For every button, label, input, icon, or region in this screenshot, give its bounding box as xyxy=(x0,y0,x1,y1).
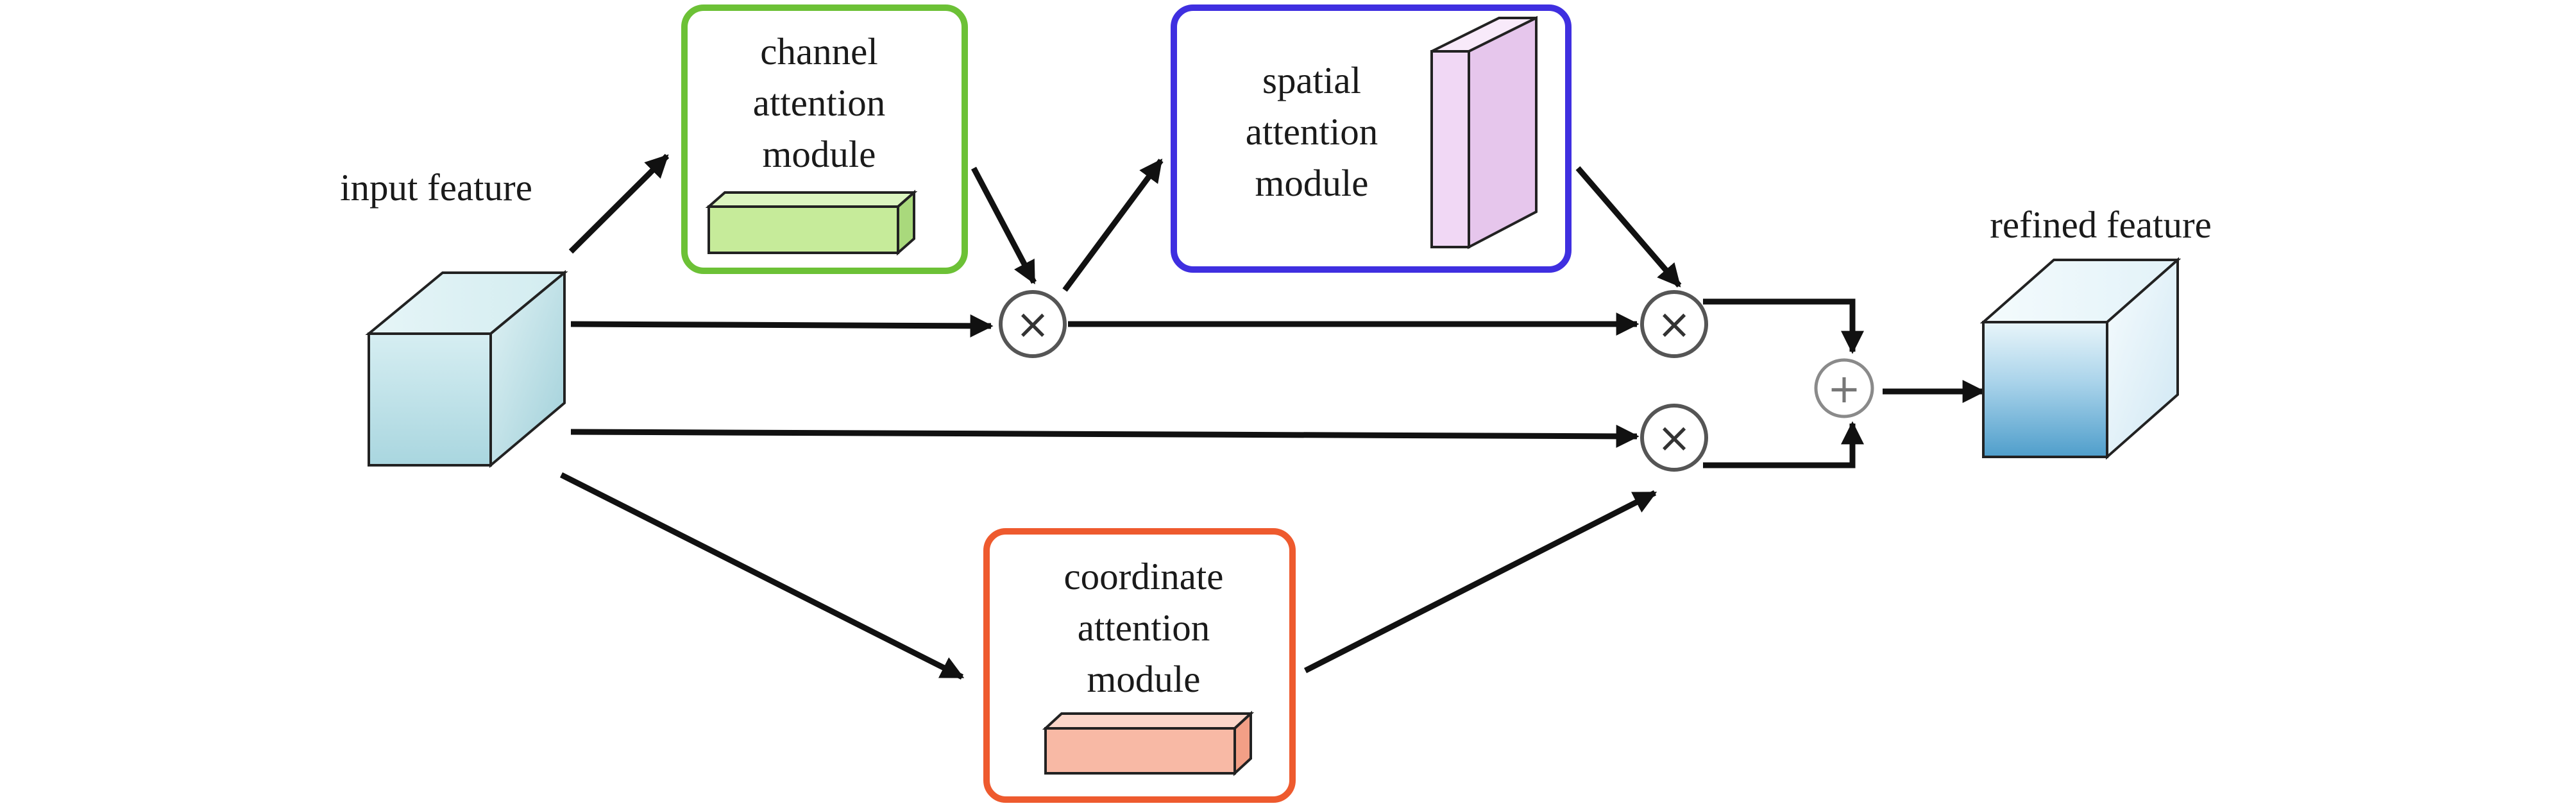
arrow-input-to-multiply1 xyxy=(570,314,994,338)
multiply-symbol-3: × xyxy=(1657,415,1691,462)
spatial-label-line3: module xyxy=(1255,162,1369,204)
spatial-label-line1: spatial xyxy=(1262,59,1361,101)
refined-feature-cube xyxy=(1979,257,2182,460)
arrow-multiply2-to-add xyxy=(1703,298,1864,354)
arrow-multiply3-to-add xyxy=(1703,421,1864,468)
multiply-symbol-2: × xyxy=(1657,301,1691,348)
spatial-label-line2: attention xyxy=(1246,110,1378,153)
input-feature-cube xyxy=(365,270,568,468)
coordinate-label-line2: attention xyxy=(1078,606,1210,649)
arrow-input-to-multiply3 xyxy=(570,424,1640,448)
channel-attention-block xyxy=(705,189,918,256)
multiply-operator-3: × xyxy=(1640,404,1708,472)
input-feature-label: input feature xyxy=(340,166,532,209)
arrow-coordinate-to-multiply3 xyxy=(1303,490,1657,674)
multiply-symbol-1: × xyxy=(1015,301,1050,348)
refined-feature-label: refined feature xyxy=(1990,203,2212,246)
coordinate-label-line3: module xyxy=(1087,658,1201,700)
channel-attention-box xyxy=(681,4,968,274)
channel-label-line2: attention xyxy=(753,81,885,124)
coordinate-attention-box xyxy=(983,528,1296,803)
arrow-spatial-to-multiply2 xyxy=(1575,166,1682,287)
multiply-operator-1: × xyxy=(999,290,1067,358)
spatial-attention-block xyxy=(1430,15,1538,250)
coordinate-label-line1: coordinate xyxy=(1064,555,1224,597)
spatial-attention-box xyxy=(1171,4,1572,273)
channel-label-line3: module xyxy=(763,133,876,175)
connections xyxy=(559,153,1986,680)
arrow-input-to-channel xyxy=(568,153,670,254)
add-operator: + xyxy=(1814,358,1874,418)
channel-label-line1: channel xyxy=(760,30,877,73)
coordinate-attention-block xyxy=(1042,710,1255,776)
arrow-input-to-coordinate xyxy=(559,472,965,680)
arrow-channel-to-multiply1 xyxy=(971,166,1037,285)
arrow-multiply1-to-spatial xyxy=(1062,159,1164,292)
add-symbol: + xyxy=(1827,365,1861,412)
multiply-operator-2: × xyxy=(1640,290,1708,358)
